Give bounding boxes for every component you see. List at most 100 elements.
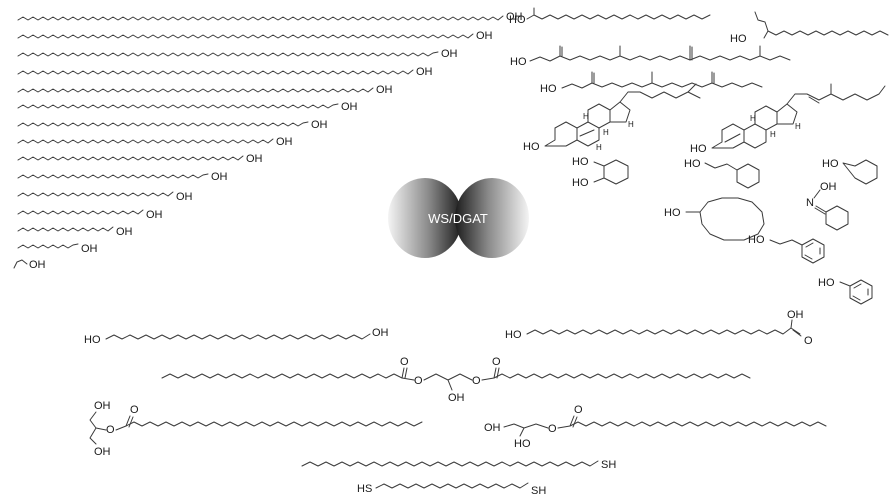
carbonyl-oxygen-label: O: [804, 335, 813, 347]
hydroxyl-label: OH: [211, 171, 228, 183]
cyclododecanol: HO: [664, 197, 765, 241]
cyclohexanol: HO: [822, 158, 878, 185]
hydrogen-label: H: [770, 130, 776, 139]
hydroxyl-label: OH: [29, 259, 46, 271]
fatty-alcohol-14: OH: [17, 243, 98, 255]
hydroxyl-label: OH: [116, 226, 133, 238]
hydroxy-fatty-acid: HO OH O: [505, 309, 813, 347]
fatty-alcohol-4: OH: [17, 66, 433, 78]
fatty-alcohol-12: OH: [17, 209, 163, 221]
thiol-label: SH: [601, 459, 616, 471]
hydroxyl-label: OH: [94, 446, 111, 458]
hydroxyl-label: OH: [506, 11, 523, 23]
fatty-alcohol-2: OH: [17, 30, 493, 42]
thiol-label: SH: [531, 485, 546, 497]
hydroxyl-label: OH: [81, 243, 98, 255]
hydroxyl-label: HO: [664, 207, 681, 219]
fatty-alcohol-11: OH: [17, 191, 193, 203]
fatty-alcohol-10: OH: [17, 171, 228, 183]
fatty-alcohol-15: OH: [13, 259, 46, 271]
diacylglycerol: O O OH O O: [161, 356, 751, 404]
isoprenoid-alcohol-long: HO: [510, 45, 791, 68]
enzyme-lobe-right: [455, 178, 529, 258]
cyclohexanediol: HO HO: [572, 156, 629, 189]
hydroxyl-label: HO: [84, 334, 101, 346]
alkanedithiol: HS SH: [357, 482, 546, 497]
hydroxyl-label: HO: [523, 141, 540, 153]
hydrogen-label: H: [628, 120, 634, 129]
secondary-alcohol-b: HO: [730, 11, 889, 45]
hydroxyl-label: OH: [787, 309, 804, 321]
hydrogen-label: H: [795, 122, 801, 131]
ester-oxygen-label: O: [548, 423, 557, 435]
hydroxyl-label: HO: [514, 438, 531, 450]
hydroxyl-label: OH: [476, 30, 493, 42]
ester-oxygen-label: O: [414, 375, 423, 387]
thiol-label: HS: [357, 483, 372, 495]
hydrogen-label: H: [750, 114, 756, 123]
enzyme-lobe-left: [388, 178, 462, 258]
hydroxyl-label: OH: [246, 153, 263, 165]
hydroxyl-label: OH: [146, 209, 163, 221]
hydroxyl-label: HO: [509, 14, 526, 26]
hydroxyl-label: HO: [690, 143, 707, 155]
hydroxyl-label: OH: [484, 422, 501, 434]
enzyme-hub: WS/DGAT: [388, 178, 529, 258]
fatty-alcohol-5: OH: [17, 84, 393, 96]
hydroxyl-label: HO: [505, 329, 522, 341]
fatty-alcohol-3: OH: [17, 48, 458, 60]
hydroxyl-label: OH: [94, 400, 111, 412]
fatty-alcohol-8: OH: [17, 136, 293, 148]
ester-oxygen-label: O: [106, 424, 115, 436]
hydroxyl-label: OH: [276, 136, 293, 148]
hydroxyl-label: OH: [441, 48, 458, 60]
hydroxyl-label: HO: [510, 56, 527, 68]
hydroxyl-label: OH: [448, 392, 465, 404]
fatty-alcohol-6: OH: [17, 101, 358, 113]
monoacylglycerol-2: OH OH O O: [89, 400, 423, 458]
fatty-alcohol-9: OH: [17, 153, 263, 165]
carbonyl-oxygen-label: O: [492, 356, 501, 368]
hydroxyl-label: HO: [730, 33, 747, 45]
fatty-alcohol-13: OH: [17, 226, 133, 238]
hydroxyl-label: HO: [684, 158, 701, 170]
secondary-alcohol-a: HO: [509, 7, 711, 26]
carbonyl-oxygen-label: O: [130, 404, 139, 416]
ester-oxygen-label: O: [472, 375, 481, 387]
fatty-alcohol-7: OH: [17, 119, 328, 131]
cyclohexanone-oxime: OH N: [806, 181, 849, 231]
sterol-right: HO H H H: [690, 83, 886, 155]
alkane-diol: HO OH: [84, 327, 389, 346]
phenylethanol: HO: [748, 234, 825, 264]
hydroxyl-label: HO: [540, 83, 557, 95]
nitrogen-label: N: [806, 197, 814, 209]
sterol-left: HO H H H H: [523, 83, 701, 153]
hydrogen-label: H: [603, 128, 609, 137]
isoprenoid-alcohol-short: HO: [540, 71, 763, 95]
hydrogen-label: H: [583, 112, 589, 121]
hydroxyl-label: OH: [820, 181, 837, 193]
fatty-alcohol-series: OH OH OH OH OH OH OH OH: [13, 11, 523, 271]
hydroxyl-label: OH: [376, 84, 393, 96]
hydrogen-label: H: [596, 143, 602, 152]
hydroxyl-label: OH: [416, 66, 433, 78]
enzyme-label: WS/DGAT: [428, 211, 488, 226]
hydroxyl-label: OH: [176, 191, 193, 203]
carbonyl-oxygen-label: O: [400, 356, 409, 368]
hydroxyl-label: HO: [818, 277, 835, 289]
hydroxyl-label: HO: [572, 156, 589, 168]
cyclohexylethanol: HO: [684, 158, 760, 189]
hydroxyl-label: HO: [822, 158, 839, 170]
alkanethiol: SH: [301, 459, 616, 471]
hydroxyl-label: OH: [311, 119, 328, 131]
hydroxyl-label: OH: [372, 327, 389, 339]
hydroxyl-label: HO: [748, 234, 765, 246]
hydroxyl-label: OH: [341, 101, 358, 113]
fatty-alcohol-1: OH: [17, 11, 523, 23]
carbonyl-oxygen-label: O: [574, 404, 583, 416]
phenol: HO: [818, 277, 873, 305]
hydroxyl-label: HO: [572, 177, 589, 189]
monoacylglycerol-1: OH HO O O: [484, 404, 827, 450]
